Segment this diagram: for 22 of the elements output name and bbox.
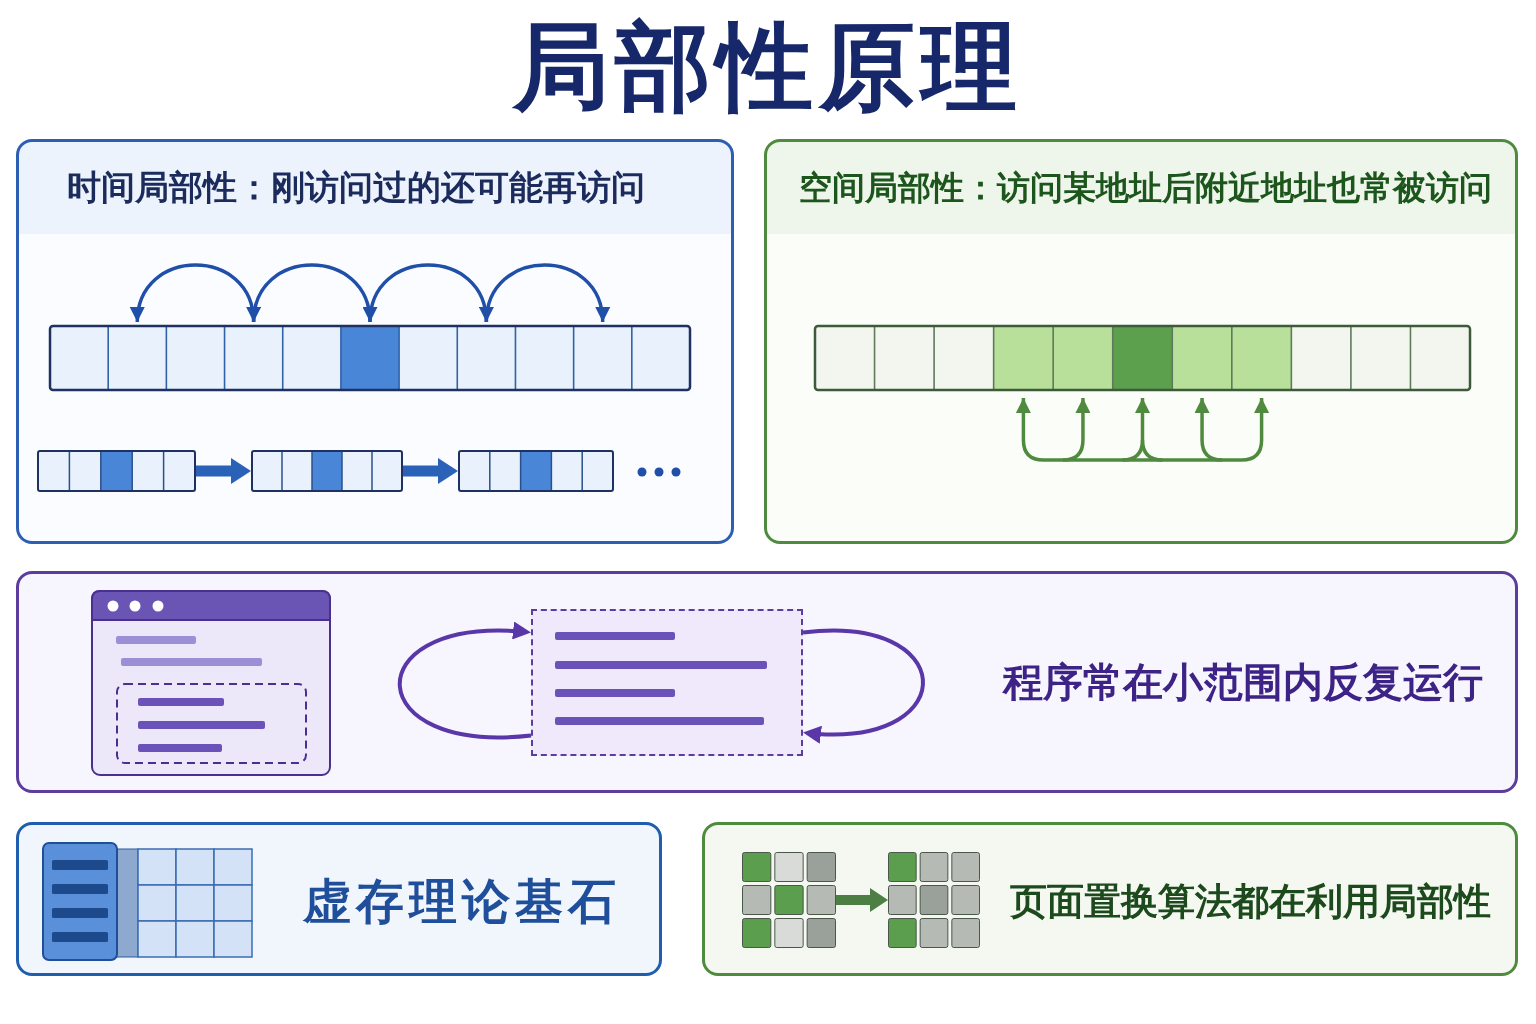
panel-text: 页面置换算法都在利用局部性 bbox=[1010, 880, 1491, 925]
panel-text: 虚存理论基石 bbox=[303, 873, 621, 931]
info-panel bbox=[764, 139, 1518, 544]
info-panel bbox=[16, 139, 734, 544]
info-panel bbox=[16, 822, 662, 976]
loop-arrow bbox=[802, 628, 925, 743]
arrow bbox=[196, 458, 251, 484]
info-panel bbox=[16, 571, 1518, 793]
memory-strip bbox=[37, 450, 196, 492]
arrow bbox=[836, 888, 888, 912]
info-panel bbox=[702, 822, 1518, 976]
code-block bbox=[531, 609, 803, 756]
page-grid bbox=[888, 852, 980, 948]
panel-heading: 时间局部性：刚访问过的还可能再访问 bbox=[67, 167, 645, 208]
memory-strip bbox=[251, 450, 403, 492]
arrow bbox=[403, 458, 458, 484]
panel-text: 程序常在小范围内反复运行 bbox=[1003, 658, 1483, 706]
title: 局部性原理 bbox=[513, 12, 1023, 123]
loop-arrow bbox=[398, 622, 532, 740]
memory-strip bbox=[458, 450, 614, 492]
page-grid bbox=[742, 852, 836, 948]
panel-heading: 空间局部性：访问某地址后附近地址也常被访问 bbox=[799, 168, 1492, 208]
